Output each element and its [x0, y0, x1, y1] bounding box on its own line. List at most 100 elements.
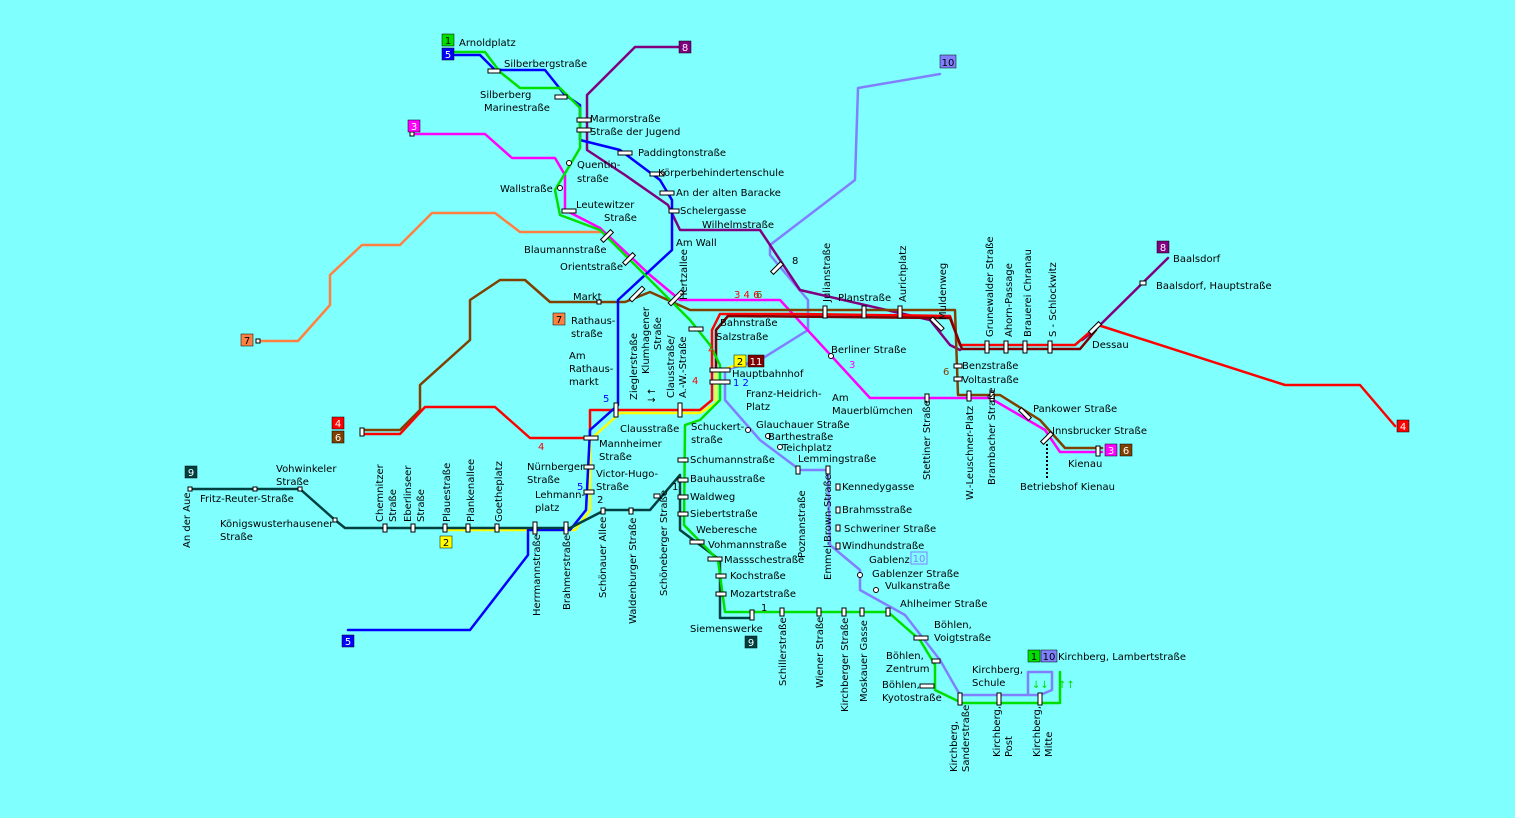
station-marker[interactable] [749, 609, 755, 621]
station-marker[interactable] [841, 607, 847, 617]
station-marker[interactable] [297, 486, 303, 492]
station-label[interactable]: An der alten Baracke [676, 188, 781, 199]
station-label[interactable]: Planstraße [838, 293, 891, 304]
station-marker[interactable] [822, 305, 828, 319]
station-marker[interactable] [953, 376, 963, 382]
badge-line-5[interactable] [441, 47, 455, 61]
station-label[interactable]: Am [832, 393, 849, 404]
station-label[interactable]: Mitte [1044, 732, 1055, 757]
station-label[interactable]: Straße der Jugend [590, 127, 680, 138]
station-label[interactable]: Glauchauer Straße [756, 420, 850, 431]
station-label[interactable]: Baalsdorf [1173, 254, 1221, 265]
station-marker[interactable] [465, 523, 471, 533]
station-label[interactable]: Wilhelmstraße [702, 220, 774, 231]
station-marker[interactable] [828, 353, 834, 359]
station-marker[interactable] [576, 127, 592, 133]
station-label[interactable]: Schillerstraße [778, 617, 789, 686]
badge-line-8[interactable] [678, 40, 692, 54]
station-marker[interactable] [996, 692, 1002, 706]
station-marker[interactable] [795, 465, 801, 475]
station-label[interactable]: Hertzallee [679, 249, 690, 300]
station-marker[interactable] [668, 208, 680, 214]
station-label[interactable]: Wiener Straße [815, 617, 826, 688]
station-label[interactable]: Sanderstraße [961, 705, 972, 772]
station-label[interactable]: Silberbergstraße [504, 59, 587, 70]
station-marker[interactable] [628, 507, 634, 515]
station-marker[interactable] [576, 117, 592, 123]
station-marker[interactable] [709, 379, 731, 385]
station-label[interactable]: Grunewalder Straße [985, 236, 996, 337]
station-marker[interactable] [709, 367, 731, 373]
station-label[interactable]: A.-W.-Straße [678, 336, 689, 398]
station-label[interactable]: Siemenswerke [690, 624, 763, 635]
station-label[interactable]: Brahmerstraße [562, 535, 573, 610]
station-marker[interactable] [1017, 406, 1033, 422]
station-label[interactable]: Straße [599, 452, 632, 463]
station-label[interactable]: Schumannstraße [690, 455, 775, 466]
station-marker[interactable] [442, 523, 448, 533]
station-label[interactable]: Kyotostraße [882, 693, 942, 704]
station-marker[interactable] [653, 493, 661, 499]
station-marker[interactable] [929, 316, 945, 332]
station-marker[interactable] [332, 517, 338, 523]
station-marker[interactable] [777, 444, 783, 450]
station-label[interactable]: Plauestraße [442, 463, 453, 522]
station-label[interactable]: platz [535, 503, 559, 514]
station-marker[interactable] [359, 427, 365, 437]
station-label[interactable]: Waldenburger Straße [628, 518, 639, 624]
station-marker[interactable] [1022, 340, 1028, 354]
station-marker[interactable] [835, 542, 841, 550]
station-label[interactable]: Mozartstraße [730, 589, 796, 600]
station-marker[interactable] [1087, 320, 1103, 336]
station-marker[interactable] [984, 340, 990, 354]
station-marker[interactable] [1095, 445, 1101, 457]
station-label[interactable]: Bauhausstraße [690, 474, 765, 485]
station-label[interactable]: Quentin- [577, 160, 621, 171]
station-label[interactable]: Gablenz [869, 555, 910, 566]
station-label[interactable]: Muldenweg [938, 263, 949, 320]
station-marker[interactable] [1039, 430, 1055, 446]
badge-line-10-gablenz[interactable] [910, 551, 928, 565]
station-label[interactable]: Paddingtonstraße [638, 148, 726, 159]
badge-line-6-east[interactable] [1119, 443, 1133, 457]
station-marker[interactable] [561, 208, 577, 214]
station-label[interactable]: Kirchberg, [992, 706, 1003, 757]
station-marker[interactable] [532, 521, 538, 535]
badge-line-2-hbf[interactable] [733, 354, 747, 368]
station-label[interactable]: Kirchberger Straße [840, 618, 851, 712]
station-label[interactable]: Pankower Straße [1033, 404, 1117, 415]
station-marker[interactable] [410, 523, 416, 533]
station-label[interactable]: Gablenzer Straße [872, 569, 959, 580]
station-label[interactable]: Marinestraße [484, 103, 550, 114]
station-marker[interactable] [835, 483, 841, 491]
station-label[interactable]: Kirchberg, [1032, 706, 1043, 757]
station-marker[interactable] [252, 486, 258, 492]
badge-line-3[interactable] [407, 119, 421, 133]
station-marker[interactable] [859, 607, 865, 617]
station-label[interactable]: Platz [746, 402, 770, 413]
station-marker[interactable] [677, 477, 689, 483]
station-label[interactable]: Ahorn-Passage [1004, 263, 1015, 337]
station-label[interactable]: Stettiner Straße [922, 400, 933, 480]
badge-line-3-east[interactable] [1104, 443, 1118, 457]
station-label[interactable]: Hauptbahnhof [732, 369, 804, 380]
station-marker[interactable] [583, 435, 599, 441]
station-label[interactable]: Julianstraße [822, 243, 833, 303]
station-marker[interactable] [600, 507, 606, 515]
station-label[interactable]: Brauerei Chranau [1023, 249, 1034, 337]
station-label[interactable]: An der Aue [182, 493, 193, 548]
station-label[interactable]: Königswusterhausener [220, 519, 334, 530]
station-label[interactable]: Moskauer Gasse [859, 620, 870, 702]
station-label[interactable]: Vulkanstraße [885, 581, 950, 592]
station-label[interactable]: Herrmannstraße [532, 534, 543, 616]
station-label[interactable]: Zieglerstraße [629, 333, 640, 400]
station-label[interactable]: Schuckert- [691, 422, 745, 433]
station-label[interactable]: Straße [276, 477, 309, 488]
station-label[interactable]: Vohmannstraße [708, 540, 787, 551]
station-marker[interactable] [1037, 692, 1043, 706]
station-marker[interactable] [745, 427, 751, 433]
station-label[interactable]: Rathaus- [569, 364, 614, 375]
station-marker[interactable] [953, 363, 963, 369]
station-label[interactable]: Aurichplatz [898, 246, 909, 302]
station-label[interactable]: Voltastraße [962, 375, 1019, 386]
